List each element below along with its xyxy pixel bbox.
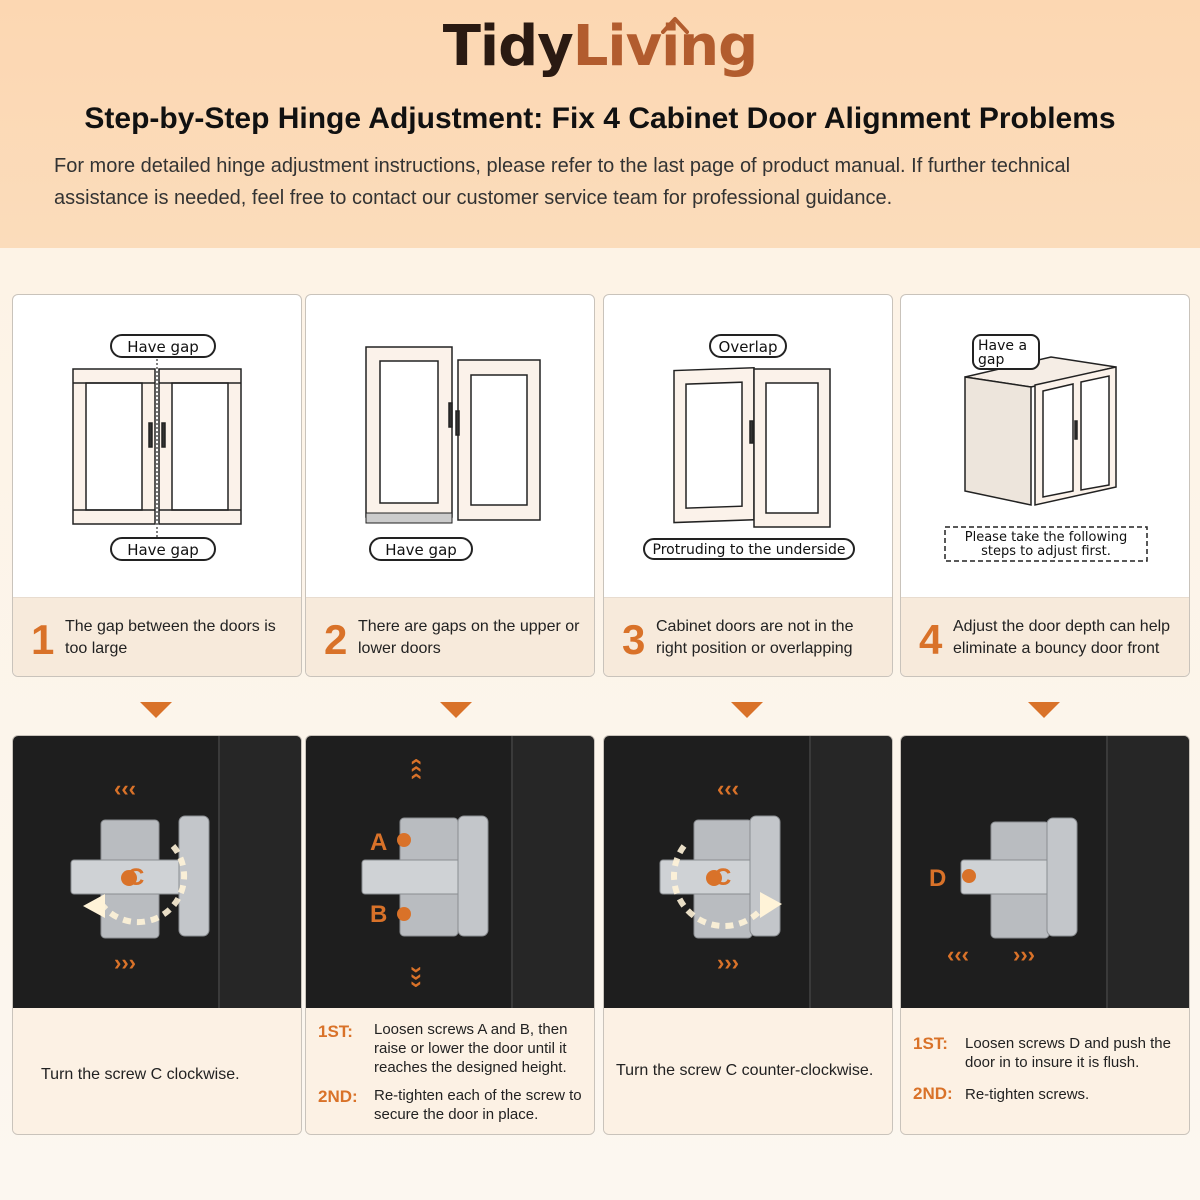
screw-label-d: D	[929, 865, 946, 892]
label-have-gap-bottom: Have gap	[127, 541, 199, 559]
solution-instruction: Turn the screw C counter-clockwise.	[616, 1062, 874, 1079]
solution-text-area: Turn the screw C clockwise.	[13, 1008, 301, 1134]
screw-label-c: C	[714, 864, 731, 891]
problem-number: 1	[31, 616, 55, 663]
down-arrow-icon	[140, 702, 172, 718]
step-1-text: Loosen screws A and B, then raise or low…	[374, 1021, 568, 1076]
left-chevrons-icon: ‹‹‹	[947, 942, 969, 967]
problem-card-1: Have gap Have gap 1 The gap between the …	[12, 294, 302, 677]
step-2-text: Re-tighten each of the screw to secure t…	[374, 1087, 582, 1123]
right-chevrons-icon: ›››	[717, 950, 739, 975]
brand-name-part1: Tidy	[442, 14, 574, 79]
step-2-label: 2ND:	[318, 1087, 358, 1106]
problem-footer: 3 Cabinet doors are not in the right pos…	[604, 597, 892, 676]
solution-card-3: ‹‹‹ ››› C Turn the screw C counter-clock…	[603, 735, 893, 1135]
problem-card-2: Have gap 2 There are gaps on the upper o…	[305, 294, 595, 677]
problem-description: The gap between the doors is too large	[65, 618, 276, 657]
label-protruding: Protruding to the underside	[653, 542, 846, 558]
left-chevrons-icon: ‹‹‹	[114, 776, 136, 801]
left-chevrons-icon: ‹‹‹	[717, 776, 739, 801]
solution-instruction: Turn the screw C clockwise.	[41, 1066, 240, 1083]
hinge-photo: ‹‹‹ ››› C	[13, 736, 301, 1008]
hinge-photo: ‹‹‹ ››› D	[901, 736, 1189, 1008]
page-subtitle: For more detailed hinge adjustment instr…	[54, 155, 1071, 209]
label-gap: gap	[978, 352, 1004, 368]
hinge-photo: ››› ››› A B	[306, 736, 594, 1008]
problem-number: 4	[919, 616, 943, 663]
gap-between-doors-illustration: Have gap Have gap	[72, 334, 242, 561]
right-chevrons-icon: ›››	[1013, 942, 1035, 967]
down-arrow-icon	[440, 702, 472, 718]
solution-card-1: ‹‹‹ ››› C Turn the screw C clockwise.	[12, 735, 302, 1135]
label-steps-adjust: steps to adjust first.	[981, 544, 1111, 559]
solution-card-2: ››› ››› A B 1ST: Loosen screws A and B, …	[305, 735, 595, 1135]
step-1-label: 1ST:	[913, 1034, 948, 1053]
brand-logo: TidyLiving	[0, 14, 1200, 79]
label-have-a: Have a	[978, 338, 1027, 354]
down-chevrons-icon: ›››	[405, 966, 430, 988]
screw-label-a: A	[370, 829, 387, 856]
label-have-gap-top: Have gap	[127, 338, 199, 356]
step-1-text: Loosen screws D and push the door in to …	[965, 1035, 1171, 1071]
page-title: Step-by-Step Hinge Adjustment: Fix 4 Cab…	[84, 102, 1116, 135]
problem-number: 2	[324, 616, 348, 663]
cabinet-depth-illustration: Have a gap Please take the following ste…	[944, 334, 1148, 562]
step-1-label: 1ST:	[318, 1022, 353, 1041]
solution-text-area: Turn the screw C counter-clockwise.	[604, 1008, 892, 1134]
problem-card-3: Overlap Protruding to the underside 3 Ca…	[603, 294, 893, 677]
down-arrow-icon	[1028, 702, 1060, 718]
house-roof-icon	[661, 17, 689, 34]
up-chevrons-icon: ›››	[402, 758, 427, 780]
solution-text-area: 1ST: Loosen screws A and B, then raise o…	[306, 1008, 594, 1134]
header-banner: TidyLiving Step-by-Step Hinge Adjustment…	[0, 0, 1200, 248]
problem-footer: 2 There are gaps on the upper or lower d…	[306, 597, 594, 676]
solution-text-area: 1ST: Loosen screws D and push the door i…	[901, 1008, 1189, 1134]
screw-label-b: B	[370, 901, 387, 928]
solution-card-4: ‹‹‹ ››› D 1ST: Loosen screws D and push …	[900, 735, 1190, 1135]
screw-label-c: C	[127, 864, 144, 891]
step-2-label: 2ND:	[913, 1084, 953, 1103]
problem-footer: 1 The gap between the doors is too large	[13, 597, 301, 676]
upper-lower-gap-illustration: Have gap	[365, 346, 541, 561]
problem-card-4: Have a gap Please take the following ste…	[900, 294, 1190, 677]
right-chevrons-icon: ›››	[114, 950, 136, 975]
problem-number: 3	[622, 616, 646, 663]
brand-name-part2: Living	[572, 14, 759, 79]
label-have-gap: Have gap	[385, 541, 457, 559]
problem-description: Adjust the door depth can help eliminate…	[953, 618, 1171, 657]
down-arrow-icon	[731, 702, 763, 718]
step-2-text: Re-tighten screws.	[965, 1086, 1090, 1103]
hinge-photo: ‹‹‹ ››› C	[604, 736, 892, 1008]
overlapping-doors-illustration: Overlap Protruding to the underside	[643, 334, 855, 560]
problem-description: There are gaps on the upper or lower doo…	[358, 618, 580, 657]
problem-description: Cabinet doors are not in the right posit…	[656, 618, 854, 657]
problem-footer: 4 Adjust the door depth can help elimina…	[901, 597, 1189, 676]
label-please-take: Please take the following	[965, 530, 1128, 545]
label-overlap: Overlap	[719, 338, 778, 356]
